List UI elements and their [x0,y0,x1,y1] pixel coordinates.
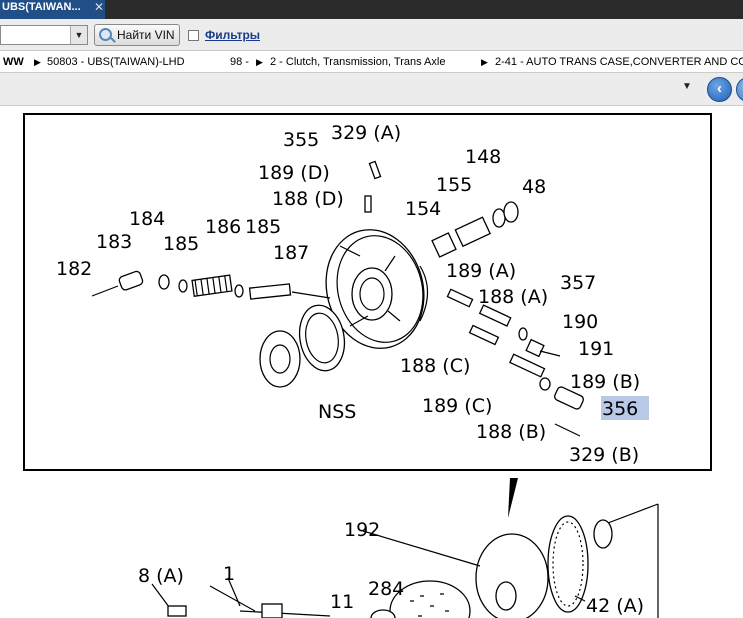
parts-small [91,160,584,437]
breadcrumb-item[interactable]: 2 - Clutch, Transmission, Trans Axle [270,56,446,68]
chevron-right-icon: ▶ [256,57,263,67]
filters-checkbox[interactable] [188,30,199,41]
callout-183: 183 [96,231,132,253]
navigation-bar: ▼ ‹ [0,72,743,106]
callout-148: 148 [465,146,501,168]
breadcrumb-item[interactable]: 98 - [230,56,249,68]
callout-188b: 188 (B) [476,421,546,443]
lower-diagram: 192 8 (A) 1 284 11 42 (A) [138,478,659,618]
callouts: 355 329 (A) 148 189 (D) 155 48 188 (D) 1… [56,122,640,466]
callout-189d: 189 (D) [258,162,330,184]
callout-154: 154 [405,198,441,220]
highlight-box [601,396,649,420]
callout-329b: 329 (B) [569,444,639,466]
callout-186: 186 [205,216,241,238]
callout-189b: 189 (B) [570,371,640,393]
vin-select[interactable]: ▼ [0,25,88,45]
callout-329a: 329 (A) [331,122,401,144]
search-icon [99,28,112,41]
callout-189c: 189 (C) [422,395,492,417]
forward-arrow-icon[interactable] [736,77,743,102]
callout-187: 187 [273,242,309,264]
breadcrumb-item[interactable]: WW [3,56,24,68]
find-vin-button[interactable]: Найти VIN [94,24,180,46]
callout-188a: 188 (A) [478,286,548,308]
callout-8a: 8 (A) [138,565,184,587]
callout-nss: NSS [318,401,356,423]
chevron-down-icon[interactable]: ▼ [682,81,692,92]
callout-185b: 185 [245,216,281,238]
callout-1: 1 [223,563,235,585]
callout-355: 355 [283,129,319,151]
breadcrumb-item[interactable]: 2-41 - AUTO TRANS CASE,CONVERTER AND CO [495,56,743,68]
callout-190: 190 [562,311,598,333]
callout-188c: 188 (C) [400,355,470,377]
callout-42a: 42 (A) [586,595,644,617]
callout-192: 192 [344,519,380,541]
callout-185a: 185 [163,233,199,255]
breadcrumb-item[interactable]: 50803 - UBS(TAIWAN)-LHD [47,56,185,68]
callout-188d: 188 (D) [272,188,344,210]
tab-bar: UBS(TAIWAN... ✕ [0,0,743,19]
callout-356: 356 [602,398,638,420]
chevron-down-icon[interactable]: ▼ [70,26,87,44]
filters-link[interactable]: Фильтры [205,28,261,42]
chevron-right-icon: ▶ [481,57,488,67]
close-tab-icon[interactable]: ✕ [93,0,105,14]
callout-11: 11 [330,591,354,613]
find-vin-label: Найти VIN [117,28,175,42]
callout-155: 155 [436,174,472,196]
back-arrow-icon[interactable]: ‹ [707,77,732,102]
chevron-right-icon: ▶ [34,57,41,67]
breadcrumb: WW ▶ 50803 - UBS(TAIWAN)-LHD 98 - ▶ 2 - … [0,52,743,72]
callout-357: 357 [560,272,596,294]
pump-gears[interactable] [259,302,349,388]
callout-184: 184 [129,208,165,230]
tab-active[interactable]: UBS(TAIWAN... [0,0,105,19]
callout-48: 48 [522,176,546,198]
toolbar: ▼ Найти VIN Фильтры [0,19,743,51]
callout-189a: 189 (A) [446,260,516,282]
callout-191: 191 [578,338,614,360]
callout-182: 182 [56,258,92,280]
pump-body[interactable] [313,219,437,360]
parts-diagram: 355 329 (A) 148 189 (D) 155 48 188 (D) 1… [0,106,743,618]
tab-title: UBS(TAIWAN... [2,1,81,13]
callout-284: 284 [368,578,404,600]
